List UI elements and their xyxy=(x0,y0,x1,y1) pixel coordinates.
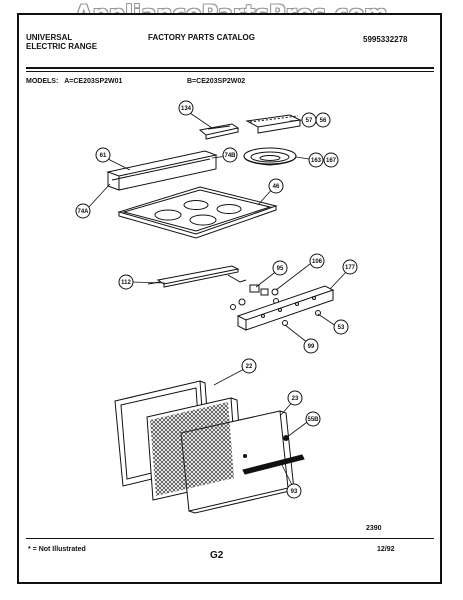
front-trim-part xyxy=(106,150,218,191)
callout-circle-99 xyxy=(303,338,319,354)
callout-23: 23 xyxy=(292,396,299,402)
insulation-hatch xyxy=(150,402,234,496)
callout-57: 57 xyxy=(306,118,313,124)
brand-line-1: UNIVERSAL xyxy=(26,33,73,42)
models-label: MODELS: xyxy=(26,78,59,85)
brand-line-2: ELECTRIC RANGE xyxy=(26,42,98,51)
callout-circle-46 xyxy=(268,178,284,194)
receptacle-block-part xyxy=(245,114,302,134)
callout-74b: 74B xyxy=(224,153,236,159)
model-a: A=CE203SP2W01 xyxy=(64,78,123,85)
page-number: G2 xyxy=(210,550,224,561)
callout-circle-93 xyxy=(286,483,302,499)
control-panel-part xyxy=(236,285,335,331)
callout-circle-95 xyxy=(272,260,288,276)
callout-circle-23 xyxy=(287,390,303,406)
callout-93: 93 xyxy=(291,489,298,495)
callout-circle-53 xyxy=(333,319,349,335)
drip-bowl-part xyxy=(243,147,297,166)
callout-circle-177 xyxy=(342,259,358,275)
callout-167: 167 xyxy=(326,158,337,164)
callout-circle-163 xyxy=(308,152,324,168)
callout-circle-61 xyxy=(95,147,111,163)
door-handle-part xyxy=(242,454,305,475)
callout-circle-22 xyxy=(241,358,257,374)
callout-106: 106 xyxy=(312,259,323,265)
drawing-number: 2390 xyxy=(366,525,382,532)
callout-56: 56 xyxy=(320,118,327,124)
callout-99: 99 xyxy=(308,344,315,350)
callout-circle-74a xyxy=(75,203,91,219)
callout-circle-134 xyxy=(178,100,194,116)
catalog-title: FACTORY PARTS CATALOG xyxy=(148,33,255,42)
brand-block: UNIVERSAL ELECTRIC RANGE xyxy=(26,33,97,51)
callout-61: 61 xyxy=(100,153,107,159)
callout-22: 22 xyxy=(246,364,253,370)
callout-177: 177 xyxy=(345,265,356,271)
cooktop-part xyxy=(117,186,278,239)
catalog-number: 5995332278 xyxy=(363,35,408,44)
models-line: MODELS: A=CE203SP2W01 xyxy=(26,77,122,86)
callout-46: 46 xyxy=(273,184,280,190)
element-bracket-part xyxy=(198,123,240,140)
callout-134: 134 xyxy=(181,106,192,112)
header-rule xyxy=(26,67,434,69)
callout-55b: 55B xyxy=(307,417,319,423)
callout-163: 163 xyxy=(311,158,322,164)
footer-date: 12/92 xyxy=(377,546,395,553)
callout-circle-56 xyxy=(315,112,331,128)
callout-circle-167 xyxy=(323,152,339,168)
callout-74a: 74A xyxy=(77,209,89,215)
callout-circle-112 xyxy=(118,274,134,290)
header-rule-thin xyxy=(26,71,434,72)
callout-95: 95 xyxy=(277,266,284,272)
callout-112: 112 xyxy=(121,280,131,286)
model-b: B=CE203SP2W02 xyxy=(187,78,246,85)
footer-rule xyxy=(26,538,434,539)
switch-parts xyxy=(227,274,279,310)
callout-circle-74b xyxy=(222,147,238,163)
footnote: * = Not Illustrated xyxy=(28,546,86,553)
callout-circle-106 xyxy=(309,253,325,269)
callout-53: 53 xyxy=(338,325,345,331)
callout-circle-55b xyxy=(305,411,321,427)
